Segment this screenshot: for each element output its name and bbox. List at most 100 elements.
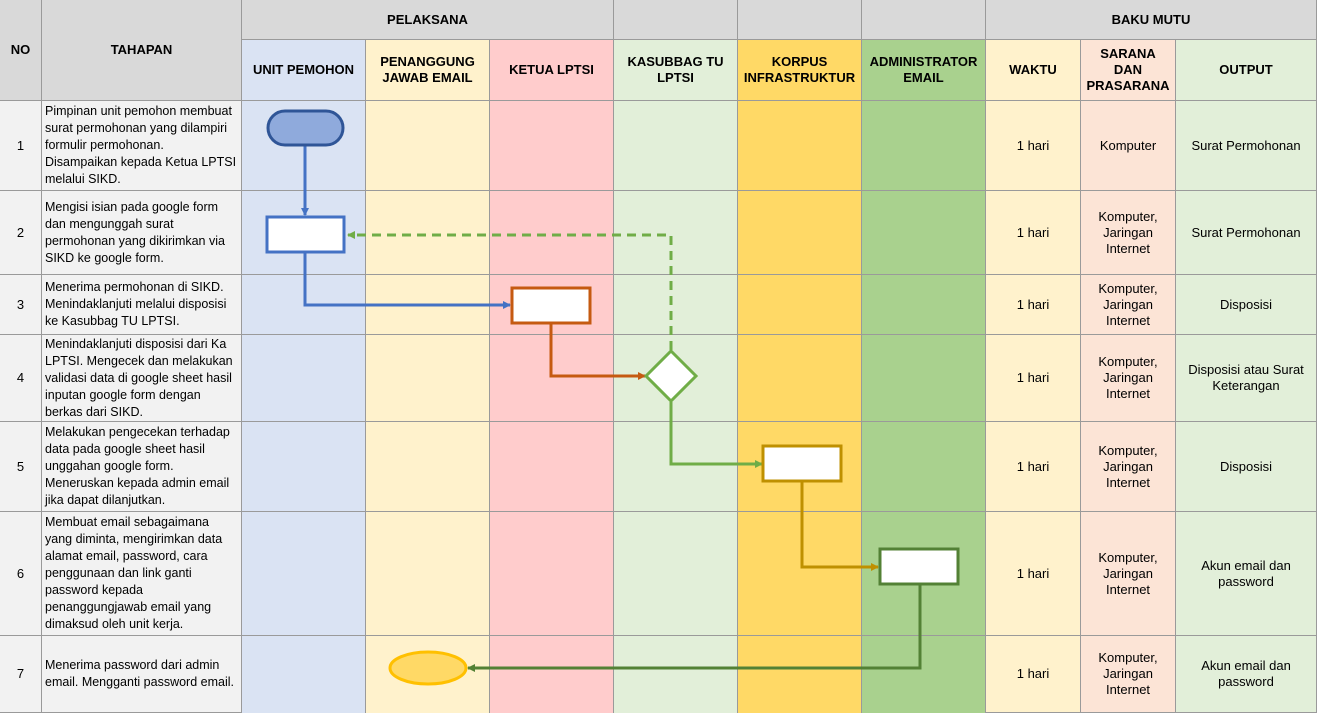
- lane-header-4: KORPUS INFRASTRUKTUR: [738, 40, 862, 101]
- row-sarana-text: Komputer, Jaringan Internet: [1098, 650, 1158, 697]
- row-no: 3: [0, 275, 42, 335]
- row-output: Surat Permohonan: [1176, 101, 1317, 191]
- lane-header-3: KASUBBAG TU LPTSI: [614, 40, 738, 101]
- row-no: 1: [0, 101, 42, 191]
- header-waktu-text: WAKTU: [1009, 62, 1057, 77]
- row-no-text: 5: [16, 458, 25, 474]
- swimlane-2: [490, 101, 614, 713]
- row-waktu-text: 1 hari: [1016, 224, 1050, 240]
- row-sarana: Komputer, Jaringan Internet: [1081, 422, 1176, 512]
- row-tahapan: Membuat email sebagaimana yang diminta, …: [42, 512, 242, 636]
- row-sarana-text: Komputer: [1099, 137, 1157, 153]
- row-no-text: 3: [16, 296, 25, 312]
- row-waktu: 1 hari: [986, 275, 1081, 335]
- row-tahapan-text: Menindaklanjuti disposisi dari Ka LPTSI.…: [45, 336, 233, 419]
- row-sarana: Komputer: [1081, 101, 1176, 191]
- row-no: 4: [0, 335, 42, 422]
- header-pelaksana-blank-1: [614, 0, 738, 40]
- row-no-text: 2: [16, 224, 25, 240]
- row-waktu: 1 hari: [986, 636, 1081, 713]
- row-output-text: Disposisi: [1219, 458, 1272, 474]
- row-output: Surat Permohonan: [1176, 191, 1317, 275]
- row-sarana: Komputer, Jaringan Internet: [1081, 275, 1176, 335]
- row-sarana-text: Komputer, Jaringan Internet: [1098, 354, 1158, 401]
- row-output-text: Surat Permohonan: [1191, 224, 1301, 240]
- row-output: Akun email dan password: [1176, 512, 1317, 636]
- header-sarana-text: SARANA DAN PRASARANA: [1086, 46, 1170, 93]
- row-sarana-text: Komputer, Jaringan Internet: [1098, 549, 1158, 597]
- row-waktu: 1 hari: [986, 422, 1081, 512]
- swimlane-5: [862, 101, 986, 713]
- row-tahapan: Melakukan pengecekan terhadap data pada …: [42, 422, 242, 512]
- header-pelaksana-blank-2: [738, 0, 862, 40]
- row-no-text: 6: [16, 565, 25, 581]
- row-tahapan-text: Membuat email sebagaimana yang diminta, …: [45, 515, 223, 631]
- header-tahapan: TAHAPAN: [42, 0, 242, 101]
- row-divider: [242, 190, 986, 191]
- row-waktu: 1 hari: [986, 512, 1081, 636]
- header-pelaksana: PELAKSANA: [242, 0, 614, 40]
- lane-header-2-text: KETUA LPTSI: [509, 62, 594, 77]
- lane-header-1: PENANGGUNG JAWAB EMAIL: [366, 40, 490, 101]
- row-no: 5: [0, 422, 42, 512]
- row-waktu-text: 1 hari: [1016, 137, 1050, 153]
- lane-header-4-text: KORPUS INFRASTRUKTUR: [743, 54, 856, 85]
- row-output-text: Akun email dan password: [1201, 658, 1291, 689]
- row-tahapan: Mengisi isian pada google form dan mengu…: [42, 191, 242, 275]
- lane-header-0: UNIT PEMOHON: [242, 40, 366, 101]
- header-output-text: OUTPUT: [1219, 62, 1273, 77]
- row-tahapan-text: Mengisi isian pada google form dan mengu…: [45, 199, 225, 265]
- row-no-text: 7: [16, 666, 25, 681]
- header-output: OUTPUT: [1176, 40, 1317, 101]
- header-pelaksana-text: PELAKSANA: [387, 11, 468, 27]
- lane-header-1-text: PENANGGUNG JAWAB EMAIL: [380, 54, 475, 85]
- row-tahapan: Menindaklanjuti disposisi dari Ka LPTSI.…: [42, 335, 242, 422]
- row-waktu-text: 1 hari: [1016, 296, 1050, 312]
- row-waktu: 1 hari: [986, 335, 1081, 422]
- row-output-text: Akun email dan password: [1201, 557, 1291, 589]
- row-sarana: Komputer, Jaringan Internet: [1081, 191, 1176, 275]
- row-sarana-text: Komputer, Jaringan Internet: [1098, 280, 1158, 328]
- row-output: Disposisi atau Surat Keterangan: [1176, 335, 1317, 422]
- header-no-text: NO: [10, 42, 31, 57]
- row-sarana: Komputer, Jaringan Internet: [1081, 335, 1176, 422]
- header-baku-mutu-text: BAKU MUTU: [1111, 11, 1191, 27]
- row-sarana-text: Komputer, Jaringan Internet: [1098, 442, 1158, 490]
- row-no: 6: [0, 512, 42, 636]
- row-tahapan-text: Melakukan pengecekan terhadap data pada …: [45, 425, 230, 507]
- row-no: 7: [0, 636, 42, 713]
- row-waktu-text: 1 hari: [1016, 458, 1050, 474]
- lane-header-5: ADMINISTRATOR EMAIL: [862, 40, 986, 101]
- header-pelaksana-blank-3: [862, 0, 986, 40]
- header-baku-mutu: BAKU MUTU: [986, 0, 1317, 40]
- row-tahapan: Menerima permohonan di SIKD. Menindaklan…: [42, 275, 242, 335]
- swimlane-4: [738, 101, 862, 713]
- swimlane-1: [366, 101, 490, 713]
- row-tahapan: Pimpinan unit pemohon membuat surat perm…: [42, 101, 242, 191]
- row-waktu: 1 hari: [986, 191, 1081, 275]
- row-output: Disposisi: [1176, 422, 1317, 512]
- row-waktu-text: 1 hari: [1016, 565, 1050, 581]
- row-tahapan-text: Menerima permohonan di SIKD. Menindaklan…: [45, 280, 227, 328]
- row-divider: [242, 421, 986, 422]
- row-output-text: Disposisi atau Surat Keterangan: [1188, 362, 1304, 393]
- row-tahapan-text: Pimpinan unit pemohon membuat surat perm…: [45, 104, 237, 186]
- swimlane-0: [242, 101, 366, 713]
- row-divider: [242, 635, 986, 636]
- header-no: NO: [0, 0, 42, 101]
- header-waktu: WAKTU: [986, 40, 1081, 101]
- swimlane-3: [614, 101, 738, 713]
- header-sarana: SARANA DAN PRASARANA: [1081, 40, 1176, 101]
- row-tahapan-text: Menerima password dari admin email. Meng…: [45, 658, 234, 689]
- header-tahapan-text: TAHAPAN: [110, 42, 173, 57]
- row-divider: [242, 274, 986, 275]
- row-sarana-text: Komputer, Jaringan Internet: [1098, 208, 1158, 256]
- row-waktu-text: 1 hari: [1016, 370, 1050, 385]
- row-no: 2: [0, 191, 42, 275]
- row-output-text: Surat Permohonan: [1191, 137, 1301, 153]
- lane-header-3-text: KASUBBAG TU LPTSI: [627, 54, 724, 85]
- row-sarana: Komputer, Jaringan Internet: [1081, 636, 1176, 713]
- row-no-text: 4: [16, 370, 25, 385]
- row-waktu: 1 hari: [986, 101, 1081, 191]
